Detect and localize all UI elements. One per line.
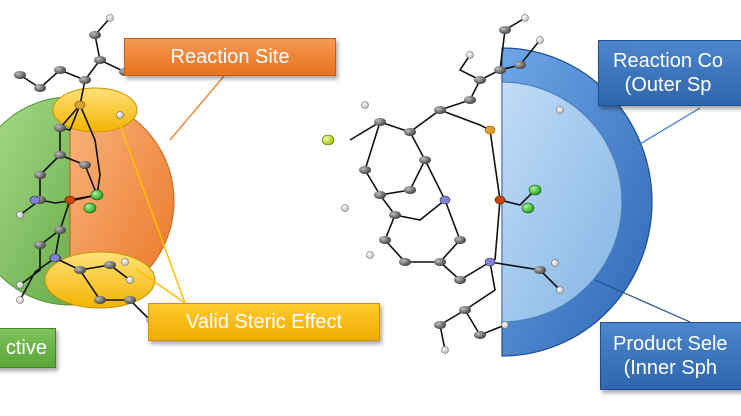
right-panel [321,14,701,357]
left-panel [0,14,225,324]
right-molecule-atoms [321,14,564,354]
steric-callout-1 [119,124,186,304]
nitrogen-atom [484,257,496,267]
steric-callout-2 [134,267,186,304]
steric-cap-top [52,87,138,133]
nitrogen-atom [29,195,41,205]
metal-atom [494,195,506,205]
product-selectivity-label: Product Sele (Inner Sph [600,322,741,390]
chlorine-atom [83,202,97,214]
chlorine-atom [90,189,104,201]
outer-sphere-callout [629,107,701,151]
inner-sphere-callout [594,279,691,323]
valid-steric-effect-label: Valid Steric Effect [148,303,380,341]
chlorine-atom [521,202,535,214]
reaction-site-callout [169,75,225,141]
phosphorus-atom [74,100,86,110]
fluorine-atom [321,134,335,146]
reaction-site-label: Reaction Site [124,38,336,76]
nitrogen-atom [49,253,61,263]
phosphorus-atom [484,125,496,135]
active-label: ctive [0,328,56,368]
nitrogen-atom [439,195,451,205]
inner-sphere-region [501,81,623,323]
chlorine-atom [528,184,542,196]
reaction-control-label: Reaction Co (Outer Sp [598,40,741,106]
metal-atom [64,195,76,205]
